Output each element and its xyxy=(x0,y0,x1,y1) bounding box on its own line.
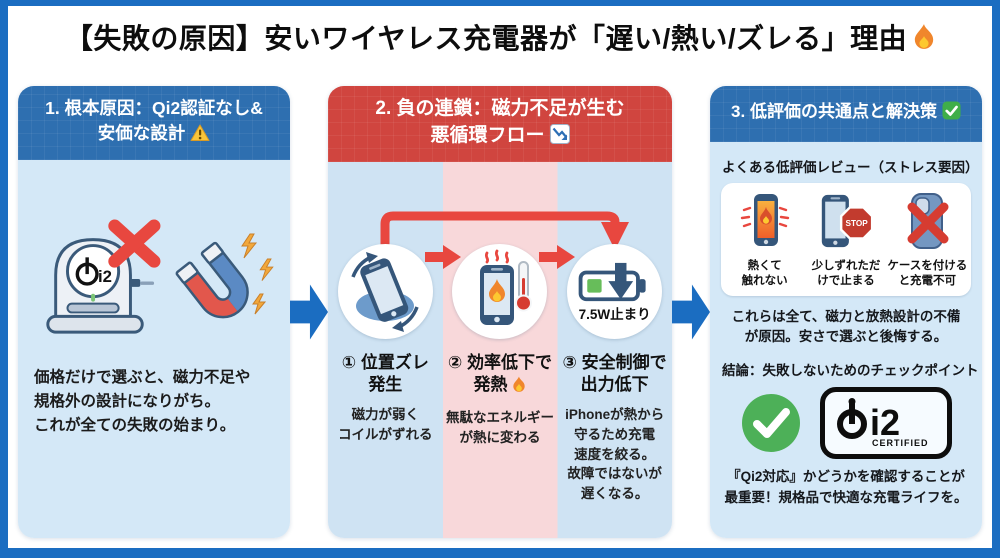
final-text: 『Qi2対応』かどうかを確認することが 最重要！規格品で快適な充電ライフを。 xyxy=(724,469,968,506)
blue-right-arrow-icon xyxy=(672,284,710,340)
battery-throttled-icon: 7.5W止まり xyxy=(567,244,663,340)
panel-root-cause: 1. 根本原因：Qi2認証なし& 安価な設計 xyxy=(18,86,290,538)
panel1-body: i2 xyxy=(18,159,290,538)
qi2-logo-sub: CERTIFIED xyxy=(872,438,929,448)
phone-hot-icon xyxy=(740,193,789,246)
red-right-arrow-icon xyxy=(425,244,461,275)
panel-solutions: 3. 低評価の共通点と解決策 よくある低評価レビュー（ストレス要因） xyxy=(710,86,982,538)
step2-desc: 無駄なエネルギー が熱に変わる xyxy=(445,410,554,445)
step2-label: ② 効率低下で 発熱 xyxy=(443,352,558,399)
cause-text: これらは全て、磁力と放熱設計の不備 が原因。安さで選ぶと後悔する。 xyxy=(731,308,961,345)
review-item-hot: 熱くて 触れない xyxy=(724,192,805,289)
flame-icon xyxy=(512,376,526,399)
step1-label: ① 位置ズレ 発生 xyxy=(341,353,429,395)
qi2-logo-main: i2 xyxy=(870,402,900,443)
qi2-certified-row: i2 CERTIFIED xyxy=(721,387,971,460)
page-title-text: 【失敗の原因】安いワイヤレス充電器が「遅い/熱い/ズレる」理由 xyxy=(64,23,908,54)
review-caption: 熱くて 触れない xyxy=(741,259,788,287)
horseshoe-magnet-with-sparks-icon xyxy=(175,233,274,319)
blue-right-arrow-icon xyxy=(290,284,328,340)
panel1-header: 1. 根本原因：Qi2認証なし& 安価な設計 xyxy=(18,86,290,160)
reviews-heading: よくある低評価レビュー（ストレス要因） xyxy=(722,156,979,176)
panel3-header-text: 3. 低評価の共通点と解決策 xyxy=(731,102,937,121)
phone-stop-sign-icon: STOP xyxy=(821,194,874,247)
red-right-arrow-icon xyxy=(539,244,575,275)
green-check-circle-icon xyxy=(742,394,800,453)
review-item-stops: STOP 少しずれただ けで止まる xyxy=(805,192,886,289)
panel2-header-text: 2. 負の連鎖：磁力不足が生む 悪循環フロー xyxy=(375,98,625,146)
qi2-certified-logo: i2 CERTIFIED xyxy=(820,387,952,460)
step3-badge: 7.5W止まり xyxy=(578,306,651,322)
panel3-header: 3. 低評価の共通点と解決策 xyxy=(710,86,982,142)
flow-step-3: 7.5W止まり ③ 安全制御で 出力低下 iPhoneが熱から 守るため充電 速… xyxy=(557,162,672,538)
panel2-body: ① 位置ズレ 発生 磁力が弱く コイルがずれる xyxy=(328,162,672,538)
panel1-illustration: i2 xyxy=(18,212,290,340)
step3-desc: iPhoneが熱から 守るため充電 速度を絞る。 故障ではないが 遅くなる。 xyxy=(565,407,665,501)
conclusion-heading: 結論：失敗しないためのチェックポイント xyxy=(722,358,979,379)
panel1-header-text: 1. 根本原因：Qi2認証なし& 安価な設計 xyxy=(45,98,263,144)
stop-sign-label: STOP xyxy=(846,218,869,227)
step3-label: ③ 安全制御で 出力低下 xyxy=(562,353,667,395)
warning-triangle-icon xyxy=(190,124,210,149)
review-caption: 少しずれただ けで止まる xyxy=(811,259,881,287)
panel3-body: よくある低評価レビュー（ストレス要因） xyxy=(710,141,982,538)
wireless-charger-with-red-x-icon: i2 xyxy=(46,219,161,334)
phone-misaligned-icon xyxy=(337,244,433,340)
flame-icon xyxy=(914,24,934,49)
panel2-header: 2. 負の連鎖：磁力不足が生む 悪循環フロー xyxy=(328,86,672,162)
panel-gap-2 xyxy=(672,86,710,538)
charger-qi2-logo-text: i2 xyxy=(98,267,112,286)
phone-overheating-icon xyxy=(452,244,548,340)
step1-desc: 磁力が弱く コイルがずれる xyxy=(338,407,433,442)
spark-bolts-icon xyxy=(241,233,274,315)
panel-gap-1 xyxy=(290,86,328,538)
panel1-body-text: 価格だけで選ぶと、磁力不足や 規格外の設計になりがち。 これが全ての失敗の始まり… xyxy=(34,368,251,434)
panel-negative-chain: 2. 負の連鎖：磁力不足が生む 悪循環フロー xyxy=(328,86,672,538)
page-title: 【失敗の原因】安いワイヤレス充電器が「遅い/熱い/ズレる」理由 xyxy=(8,6,992,58)
chart-decreasing-icon xyxy=(549,123,570,153)
flow-step-2: ② 効率低下で 発熱 無駄なエネルギー が熱に変わる xyxy=(443,162,558,538)
loop-arrow-icon xyxy=(380,211,629,281)
flow-columns: ① 位置ズレ 発生 磁力が弱く コイルがずれる xyxy=(328,162,672,538)
phone-case-x-icon xyxy=(907,192,949,249)
panels-row: 1. 根本原因：Qi2認証なし& 安価な設計 xyxy=(8,86,992,538)
green-check-icon xyxy=(942,101,961,128)
review-caption: ケースを付ける と充電不可 xyxy=(887,259,968,287)
red-x-icon xyxy=(108,219,161,268)
review-item-case: ケースを付ける と充電不可 xyxy=(887,192,968,289)
flow-step-1: ① 位置ズレ 発生 磁力が弱く コイルがずれる xyxy=(328,162,443,538)
reviews-box: 熱くて 触れない STOP 少しずれただ けで止まる xyxy=(721,182,971,296)
